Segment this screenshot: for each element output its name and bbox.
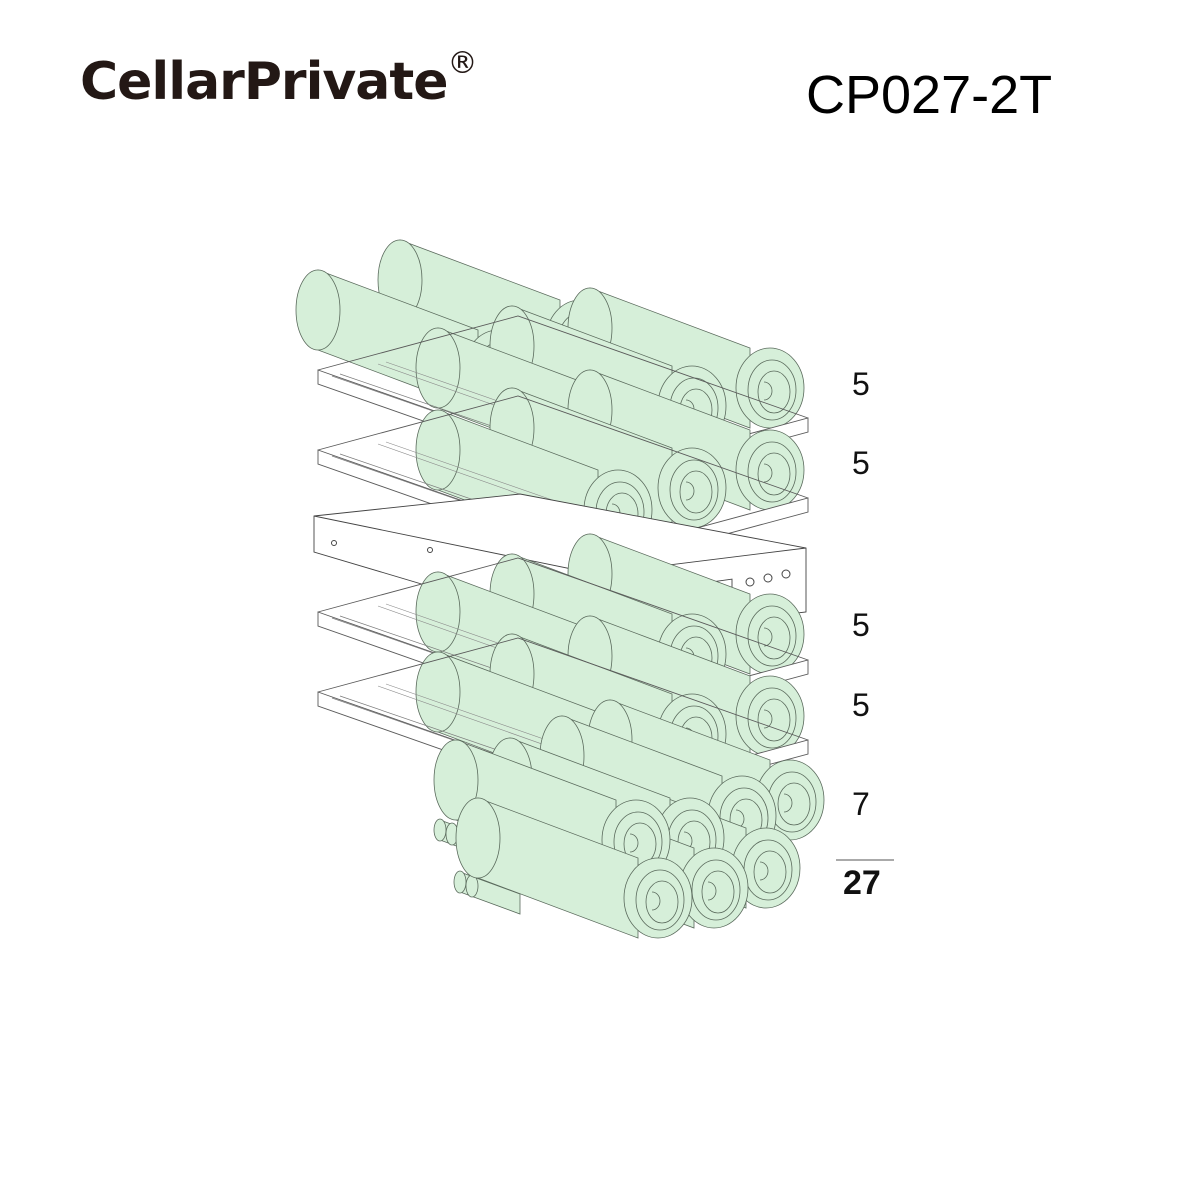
brand-name: CellarPrivate — [80, 52, 449, 112]
model-number: CP027-2T — [806, 65, 1053, 125]
shelf-4-count: 5 — [852, 687, 870, 723]
shelf-2-count: 5 — [852, 445, 870, 481]
registered-mark: ® — [447, 45, 478, 81]
shelf-1-count: 5 — [852, 366, 870, 402]
sum-divider — [836, 859, 894, 861]
total-count: 27 — [843, 864, 881, 902]
bottom-stack-count: 7 — [852, 786, 870, 822]
brand-logo: CellarPrivate® — [80, 46, 478, 112]
shelf-3-count: 5 — [852, 607, 870, 643]
